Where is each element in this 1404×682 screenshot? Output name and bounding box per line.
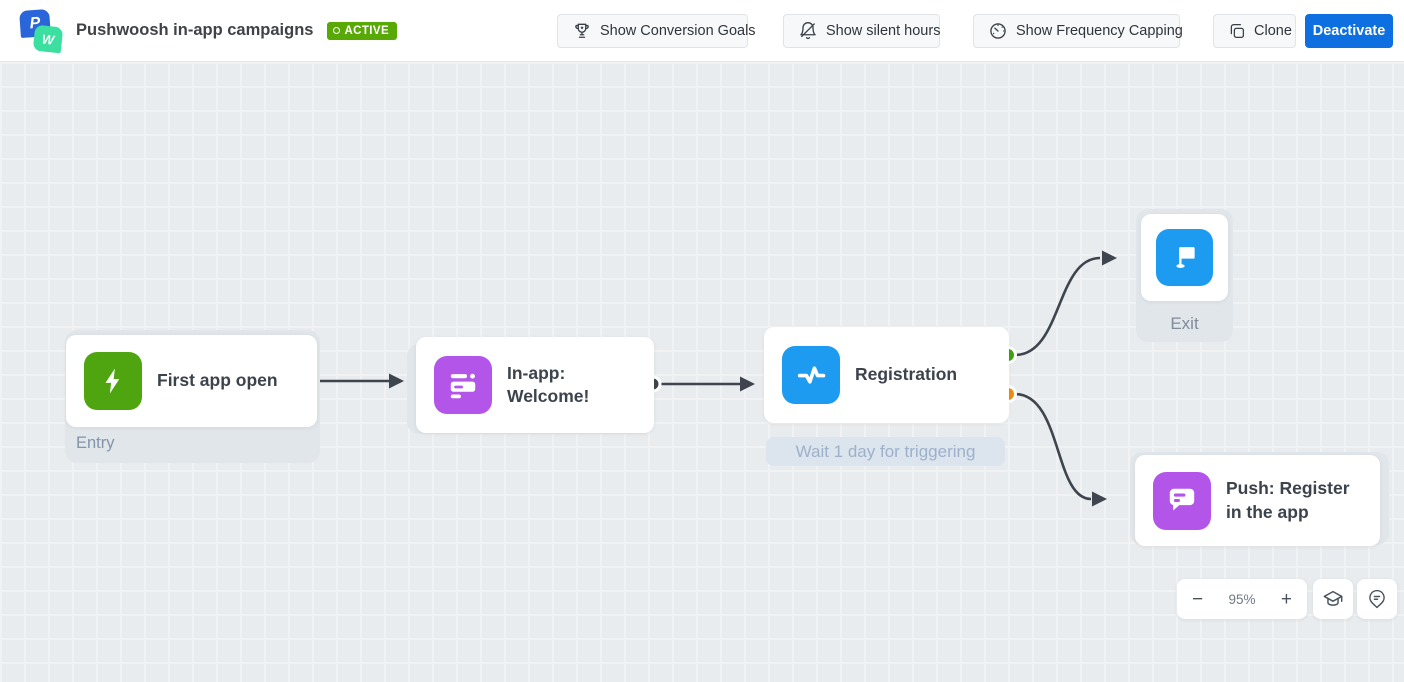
status-badge-label: ACTIVE (344, 24, 390, 37)
zoom-level: 95% (1228, 591, 1256, 607)
zoom-out-button[interactable]: − (1192, 588, 1204, 610)
logo-bubble-w: W (32, 24, 64, 53)
clone-button[interactable]: Clone (1213, 14, 1296, 48)
connector-registration-push (1014, 392, 1092, 501)
gauge-icon (990, 23, 1006, 39)
zoom-toolbar: − 95% + (1177, 579, 1307, 619)
node-entry-label: Entry (76, 434, 115, 452)
node-push-title: Push: Register in the app (1226, 478, 1350, 522)
node-push[interactable]: Push: Register in the app (1135, 455, 1380, 546)
connector-registration-exit (1014, 256, 1101, 357)
inapp-message-icon (434, 356, 492, 414)
pushwoosh-logo-icon: P W (18, 8, 64, 54)
node-exit[interactable] (1141, 214, 1228, 301)
node-registration-title: Registration (855, 364, 958, 385)
node-inapp[interactable]: In-app: Welcome! (416, 337, 654, 433)
bell-off-icon (800, 22, 816, 40)
show-frequency-capping-button[interactable]: Show Frequency Capping (973, 14, 1183, 48)
node-exit-label: Exit (1170, 314, 1199, 333)
status-badge: ACTIVE (327, 21, 398, 40)
show-conversion-goals-label: Show Conversion Goals (600, 23, 756, 39)
graduation-cap-icon (1323, 590, 1343, 606)
lightning-icon (84, 352, 142, 410)
academy-button[interactable] (1313, 579, 1353, 619)
journey-canvas[interactable]: First app open Entry In-app: Welcome! (0, 62, 1404, 682)
trophy-icon (575, 23, 589, 38)
deactivate-label: Deactivate (1312, 23, 1386, 39)
feedback-pin-icon (1369, 589, 1385, 609)
show-silent-hours-label: Show silent hours (826, 23, 941, 39)
node-inapp-title: In-app: Welcome! (507, 362, 590, 406)
campaign-title: Pushwoosh in-app campaigns (76, 21, 314, 39)
show-frequency-capping-label: Show Frequency Capping (1016, 23, 1183, 39)
arrowhead-icon (1092, 491, 1107, 507)
status-dot-icon (333, 27, 341, 34)
push-message-icon (1153, 471, 1211, 530)
node-entry[interactable]: First app open (66, 335, 317, 427)
copy-icon (1230, 23, 1245, 39)
show-conversion-goals-button[interactable]: Show Conversion Goals (557, 14, 756, 48)
node-registration-wait-note: Wait 1 day for triggering (766, 437, 1005, 466)
zoom-in-button[interactable]: + (1280, 588, 1292, 610)
activity-icon (782, 346, 840, 404)
show-silent-hours-button[interactable]: Show silent hours (783, 14, 940, 48)
arrowhead-icon (740, 376, 755, 392)
feedback-button[interactable] (1357, 579, 1397, 619)
clone-label: Clone (1254, 23, 1292, 39)
node-entry-title: First app open (157, 370, 278, 391)
flag-icon (1156, 229, 1213, 286)
header-bar: P W Pushwoosh in-app campaigns ACTIVE Sh… (0, 0, 1404, 62)
deactivate-button[interactable]: Deactivate (1305, 14, 1393, 48)
node-registration[interactable]: Registration (764, 327, 1009, 423)
arrowhead-icon (1102, 250, 1117, 266)
arrowhead-icon (389, 373, 404, 389)
